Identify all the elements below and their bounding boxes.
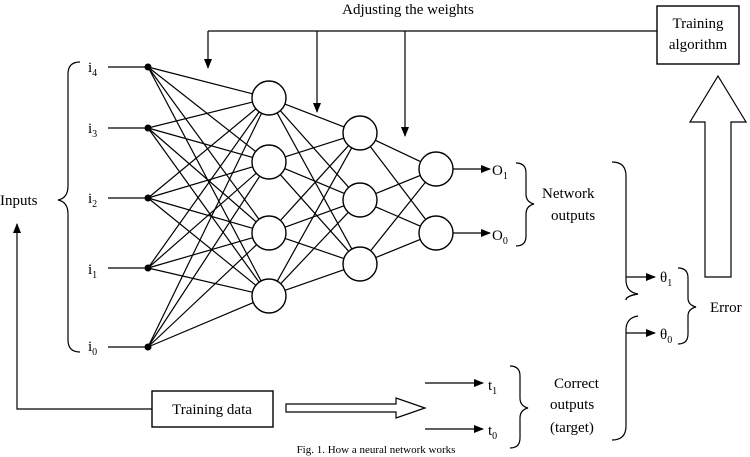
- weight-connection: [147, 244, 258, 348]
- weight-connection: [279, 110, 350, 188]
- weight-connection: [147, 302, 254, 348]
- weight-connection: [147, 127, 257, 223]
- hidden-layer-1-neuron: [251, 215, 287, 251]
- weight-connection: [147, 175, 261, 348]
- weight-connection: [375, 139, 421, 163]
- output-label: O0: [492, 228, 508, 247]
- input-label: i4: [88, 60, 97, 79]
- hidden-layer-1-neuron: [251, 278, 287, 314]
- input-node-dot: [144, 63, 152, 71]
- training-algorithm-line1: Training: [672, 16, 724, 32]
- error-label: Error: [710, 300, 742, 316]
- input-label: i2: [88, 191, 97, 210]
- correct-outputs-line3: (target): [550, 420, 594, 436]
- input-label: i1: [88, 262, 97, 281]
- weight-connection: [147, 172, 257, 269]
- correct-outputs-line1: Correct: [554, 376, 600, 392]
- theta-brace: [677, 267, 697, 345]
- network-connections: [108, 66, 427, 348]
- weight-connection: [284, 167, 345, 195]
- training-algorithm-line2: algorithm: [669, 37, 728, 53]
- hollow-up-arrow: [688, 74, 748, 278]
- inputs-brace: [57, 61, 81, 353]
- training-data-label: Training data: [172, 402, 252, 418]
- hidden-layer-1-neuron: [251, 144, 287, 180]
- weight-connection: [284, 103, 345, 128]
- output-label: O1: [492, 163, 508, 182]
- weight-connection: [279, 145, 350, 221]
- weight-connection: [147, 111, 260, 269]
- weight-connection: [147, 267, 253, 293]
- weight-connection: [369, 146, 427, 220]
- network-outputs-brace: [515, 162, 535, 247]
- training-algorithm-box: Training algorithm: [656, 5, 740, 65]
- weight-connection: [284, 269, 345, 291]
- figure-caption: Fig. 1. How a neural network works: [297, 444, 456, 456]
- network-nodes: [144, 63, 454, 351]
- weight-connection: [370, 181, 426, 252]
- weight-connection: [147, 66, 256, 152]
- input-node-dot: [144, 194, 152, 202]
- weight-connection: [280, 211, 349, 285]
- weight-connection: [276, 147, 353, 282]
- network-outputs-large-brace: [611, 161, 639, 301]
- weight-connection: [375, 238, 421, 259]
- training-data-feedback-line: [13, 223, 152, 410]
- input-node-dot: [144, 124, 152, 132]
- output-neuron: [418, 215, 454, 251]
- weight-connection: [375, 174, 421, 195]
- output-neuron: [418, 151, 454, 187]
- training-data-box: Training data: [151, 390, 274, 428]
- diagram-title: Adjusting the weights: [342, 2, 474, 18]
- weight-connection: [147, 237, 253, 269]
- input-label: i3: [88, 121, 97, 140]
- correct-outputs-large-brace: [611, 293, 639, 441]
- correct-outputs-line2: outputs: [550, 397, 594, 413]
- weight-connection: [147, 108, 257, 199]
- theta-label: θ0: [660, 327, 672, 346]
- weight-connection: [285, 137, 344, 158]
- theta-label: θ1: [660, 270, 672, 289]
- input-node-dot: [144, 264, 152, 272]
- weight-connection: [147, 197, 253, 229]
- weight-connection: [147, 127, 253, 158]
- network-outputs-line1: Network: [542, 186, 595, 202]
- hidden-layer-1-neuron: [251, 80, 287, 116]
- inputs-label: Inputs: [0, 193, 38, 209]
- weight-connection: [279, 174, 350, 252]
- input-node-dot: [144, 343, 152, 351]
- target-label: t1: [488, 378, 497, 397]
- weight-connection: [284, 205, 345, 228]
- weight-connection: [147, 127, 260, 283]
- correct-outputs-brace: [509, 365, 529, 449]
- weight-connection: [147, 113, 263, 348]
- hidden-layer-2-neuron: [342, 246, 378, 282]
- hidden-layer-2-neuron: [342, 115, 378, 151]
- network-outputs-line2: outputs: [551, 208, 595, 224]
- weight-connection: [147, 66, 262, 282]
- hollow-right-arrow: [285, 397, 427, 419]
- input-labels: i4 i3 i2 i1 i0: [88, 60, 97, 358]
- weight-connection: [147, 197, 257, 286]
- target-label: t0: [488, 423, 497, 442]
- weight-connection: [147, 166, 253, 199]
- weight-connection: [147, 66, 253, 95]
- weight-connection: [147, 101, 253, 129]
- hidden-layer-2-neuron: [342, 182, 378, 218]
- weight-feedback-lines: [204, 30, 657, 137]
- input-label: i0: [88, 339, 97, 358]
